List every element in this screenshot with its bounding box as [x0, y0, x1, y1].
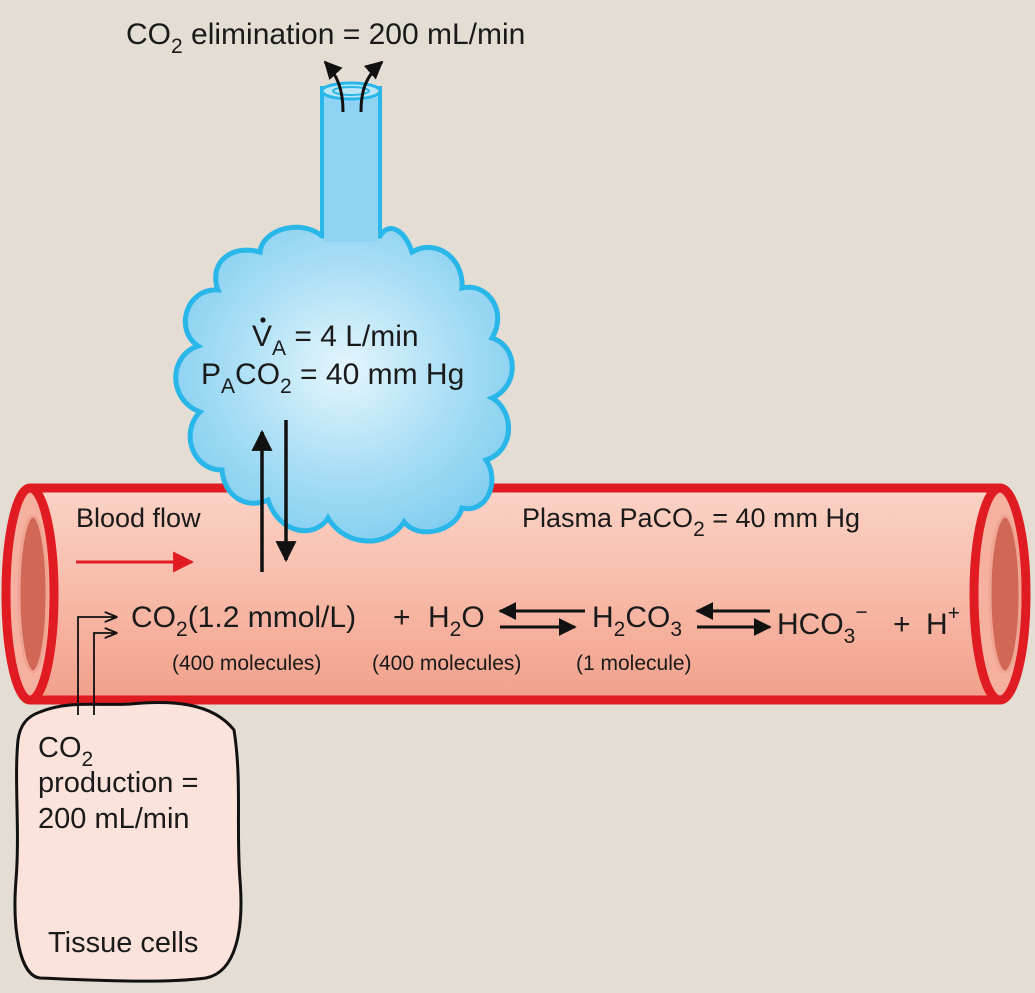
alveolus — [173, 81, 515, 544]
equilibrium-arrows-2 — [695, 602, 772, 636]
co2-production-line-2: production = — [38, 767, 198, 799]
tissue-cells — [13, 700, 243, 983]
reaction-plus-2: + — [893, 608, 911, 641]
exchange-arrows — [251, 420, 297, 572]
tissue-cells-label: Tissue cells — [48, 927, 198, 959]
equilibrium-arrows-1 — [498, 602, 585, 636]
molecules-h2o: (400 molecules) — [372, 652, 521, 675]
blood-vessel — [1, 483, 1031, 705]
alveolar-pco2-label: PACO2 = 40 mm Hg — [201, 358, 464, 398]
reaction-hco3: HCO3− — [777, 601, 868, 648]
reaction-plus-1: + — [393, 601, 411, 634]
reaction-h2o: H2O — [428, 601, 485, 641]
molecules-co2: (400 molecules) — [172, 652, 321, 675]
co2-production-line-3: 200 mL/min — [38, 803, 190, 835]
reaction-h2co3: H2CO3 — [592, 601, 682, 641]
molecules-h2co3: (1 molecule) — [576, 652, 692, 675]
plasma-paco2-label: Plasma PaCO2 = 40 mm Hg — [522, 503, 860, 541]
reaction-h-ion: H+ — [926, 602, 960, 641]
co2-production-line-1: CO2 — [38, 732, 93, 771]
production-arrows — [77, 617, 116, 715]
elimination-arrows — [323, 60, 384, 113]
blood-flow-label: Blood flow — [76, 503, 201, 533]
alveolar-ventilation-label: VA = 4 L/min — [252, 320, 419, 360]
co2-elimination-label: CO2 elimination = 200 mL/min — [126, 18, 525, 58]
va-dot — [260, 317, 266, 323]
reaction-co2: CO2(1.2 mmol/L) — [131, 601, 356, 641]
